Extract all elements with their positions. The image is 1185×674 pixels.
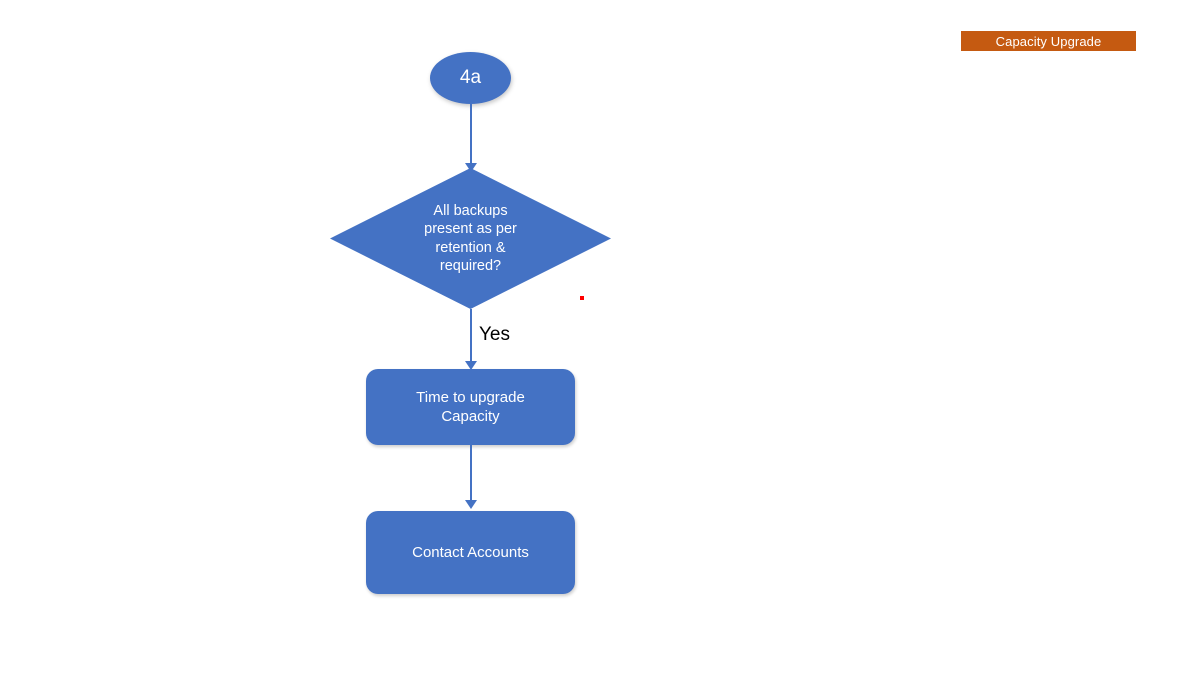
flow-node-start-label: 4a — [459, 66, 482, 88]
connector-decision-to-upgrade — [470, 309, 472, 365]
flow-node-contact-accounts[interactable]: Contact Accounts — [366, 511, 575, 594]
banner-label: Capacity Upgrade — [995, 33, 1102, 49]
stray-red-dot-artifact — [580, 296, 584, 300]
arrowhead-decision-to-upgrade-icon — [465, 361, 477, 370]
arrowhead-start-to-decision-icon — [465, 163, 477, 172]
connector-upgrade-to-accounts — [470, 445, 472, 503]
diamond-shape — [330, 168, 611, 309]
edge-label-yes: Yes — [479, 324, 510, 345]
flow-node-upgrade-label: Time to upgrade Capacity — [416, 388, 525, 425]
arrowhead-upgrade-to-accounts-icon — [465, 500, 477, 509]
flow-node-accounts-label: Contact Accounts — [412, 543, 529, 561]
capacity-upgrade-banner: Capacity Upgrade — [961, 31, 1136, 51]
connector-start-to-decision — [470, 104, 472, 166]
flow-node-decision-backups[interactable]: All backups present as per retention & r… — [330, 168, 611, 309]
flow-node-time-to-upgrade-capacity[interactable]: Time to upgrade Capacity — [366, 369, 575, 445]
flow-node-start-4a[interactable]: 4a — [430, 52, 511, 104]
